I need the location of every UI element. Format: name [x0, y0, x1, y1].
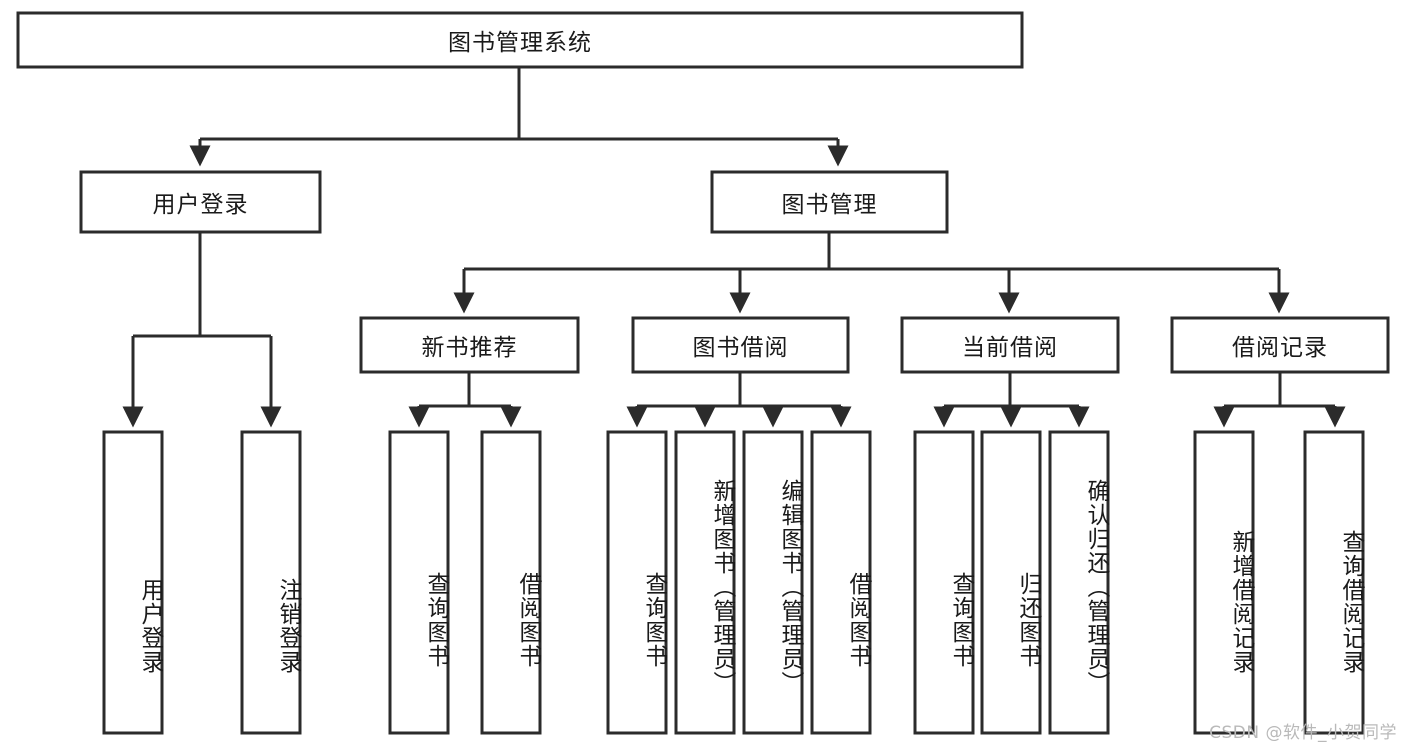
node-box-leaf-add-book[interactable] [674, 430, 736, 735]
node-box-leaf-edit-book[interactable] [742, 430, 804, 735]
node-box-current-borrow[interactable] [900, 316, 1120, 374]
node-box-leaf-confirm-return[interactable] [1048, 430, 1110, 735]
node-box-book-manage[interactable] [710, 170, 949, 234]
watermark-text: CSDN @软件_小贺同学 [1209, 723, 1397, 743]
node-box-leaf-add-record[interactable] [1193, 430, 1255, 735]
node-box-leaf-borrow-book-1[interactable] [480, 430, 542, 735]
node-box-book-borrow[interactable] [631, 316, 850, 374]
connector-book-borrow-to-leaves [626, 372, 852, 428]
connector-root-to-level1 [189, 67, 849, 167]
connector-new-book-rec-to-leaves [408, 372, 522, 428]
node-box-leaf-logout[interactable] [240, 430, 302, 735]
node-box-leaf-query-book-2[interactable] [606, 430, 668, 735]
node-box-user-login[interactable] [79, 170, 322, 234]
node-box-leaf-query-record[interactable] [1303, 430, 1365, 735]
node-box-leaf-return-book[interactable] [980, 430, 1042, 735]
connector-current-borrow-to-leaves [933, 372, 1090, 428]
node-box-leaf-borrow-book-2[interactable] [810, 430, 872, 735]
node-box-leaf-query-book-3[interactable] [913, 430, 975, 735]
node-box-root[interactable] [16, 11, 1024, 69]
node-box-new-book-rec[interactable] [359, 316, 580, 374]
node-box-leaf-query-book-1[interactable] [388, 430, 450, 735]
connector-book-manage-to-level2 [453, 232, 1290, 314]
connector-borrow-record-to-leaves [1213, 372, 1346, 428]
connector-user-login-to-leaves [122, 232, 282, 428]
node-box-leaf-user-login[interactable] [102, 430, 164, 735]
node-box-borrow-record[interactable] [1170, 316, 1390, 374]
